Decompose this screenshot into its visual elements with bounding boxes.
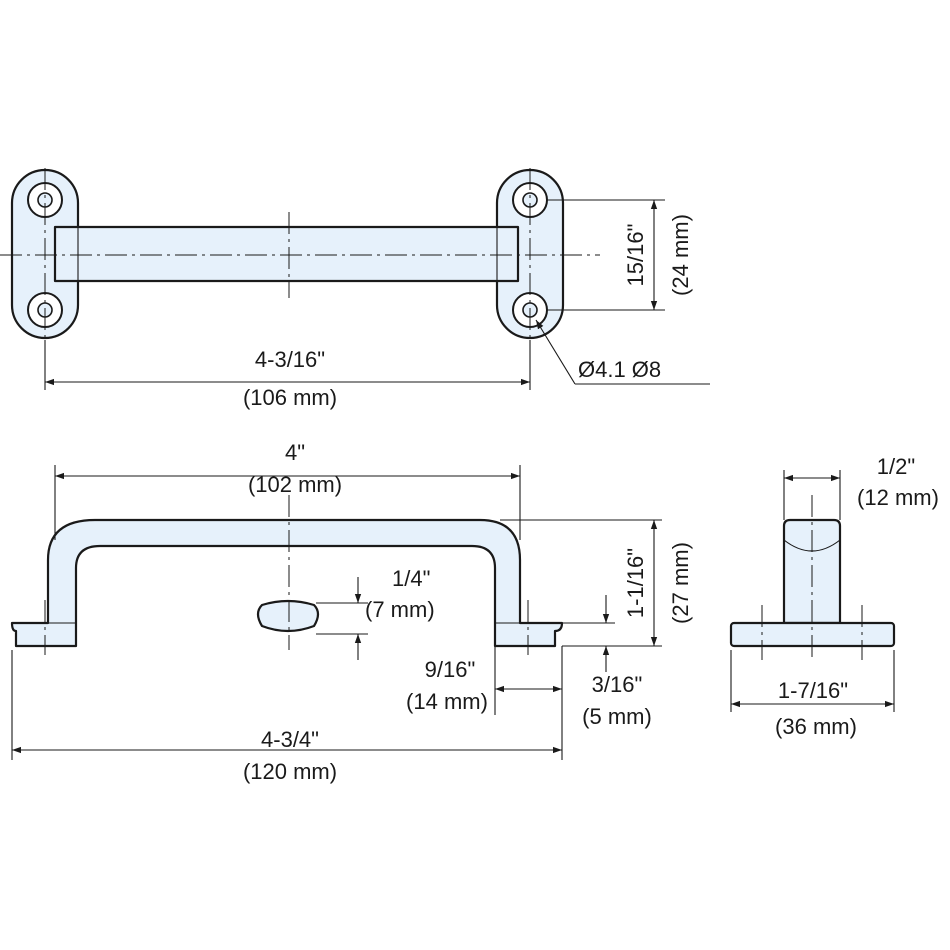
dim-base-mm: (5 mm) xyxy=(582,704,652,729)
hole-leader xyxy=(535,319,576,385)
dim-hole-spacing-mm: (24 mm) xyxy=(668,214,693,296)
handle-body-front xyxy=(10,518,564,648)
dim-bar-in: 1/4" xyxy=(392,566,430,591)
dim-overall-in: 4-3/4" xyxy=(261,727,319,752)
dim-overall-mm: (120 mm) xyxy=(243,759,337,784)
dim-length-mm: (106 mm) xyxy=(243,385,337,410)
hole-diameter-label: Ø4.1 Ø8 xyxy=(578,357,661,382)
dim-width-mm: (12 mm) xyxy=(857,485,939,510)
dim-width-in: 1/2" xyxy=(877,454,915,479)
dim-height-mm: (27 mm) xyxy=(668,542,693,624)
dim-length-in: 4-3/16" xyxy=(255,347,325,372)
bar-cross-section xyxy=(256,599,320,633)
dim-foot-mm: (14 mm) xyxy=(406,689,488,714)
dim-height-in: 1-1/16" xyxy=(623,548,648,618)
top-view: 4-3/16" (106 mm) 15/16" (24 mm) Ø4.1 Ø8 xyxy=(0,168,710,410)
front-view: 4" (102 mm) 1/4" (7 mm) 1-1/16" (27 mm) … xyxy=(10,440,693,784)
dim-bar-mm: (7 mm) xyxy=(365,597,435,622)
dim-side-base-in: 1-7/16" xyxy=(778,678,848,703)
side-view: 1/2" (12 mm) 1-7/16" (36 mm) xyxy=(729,454,939,739)
dim-span-in: 4" xyxy=(285,440,305,465)
dim-foot-in: 9/16" xyxy=(425,657,476,682)
dim-hole-spacing-in: 15/16" xyxy=(623,224,648,287)
dim-side-base-mm: (36 mm) xyxy=(775,714,857,739)
dim-base-in: 3/16" xyxy=(592,672,643,697)
grip-bar-top xyxy=(53,225,520,283)
dim-span-mm: (102 mm) xyxy=(248,472,342,497)
